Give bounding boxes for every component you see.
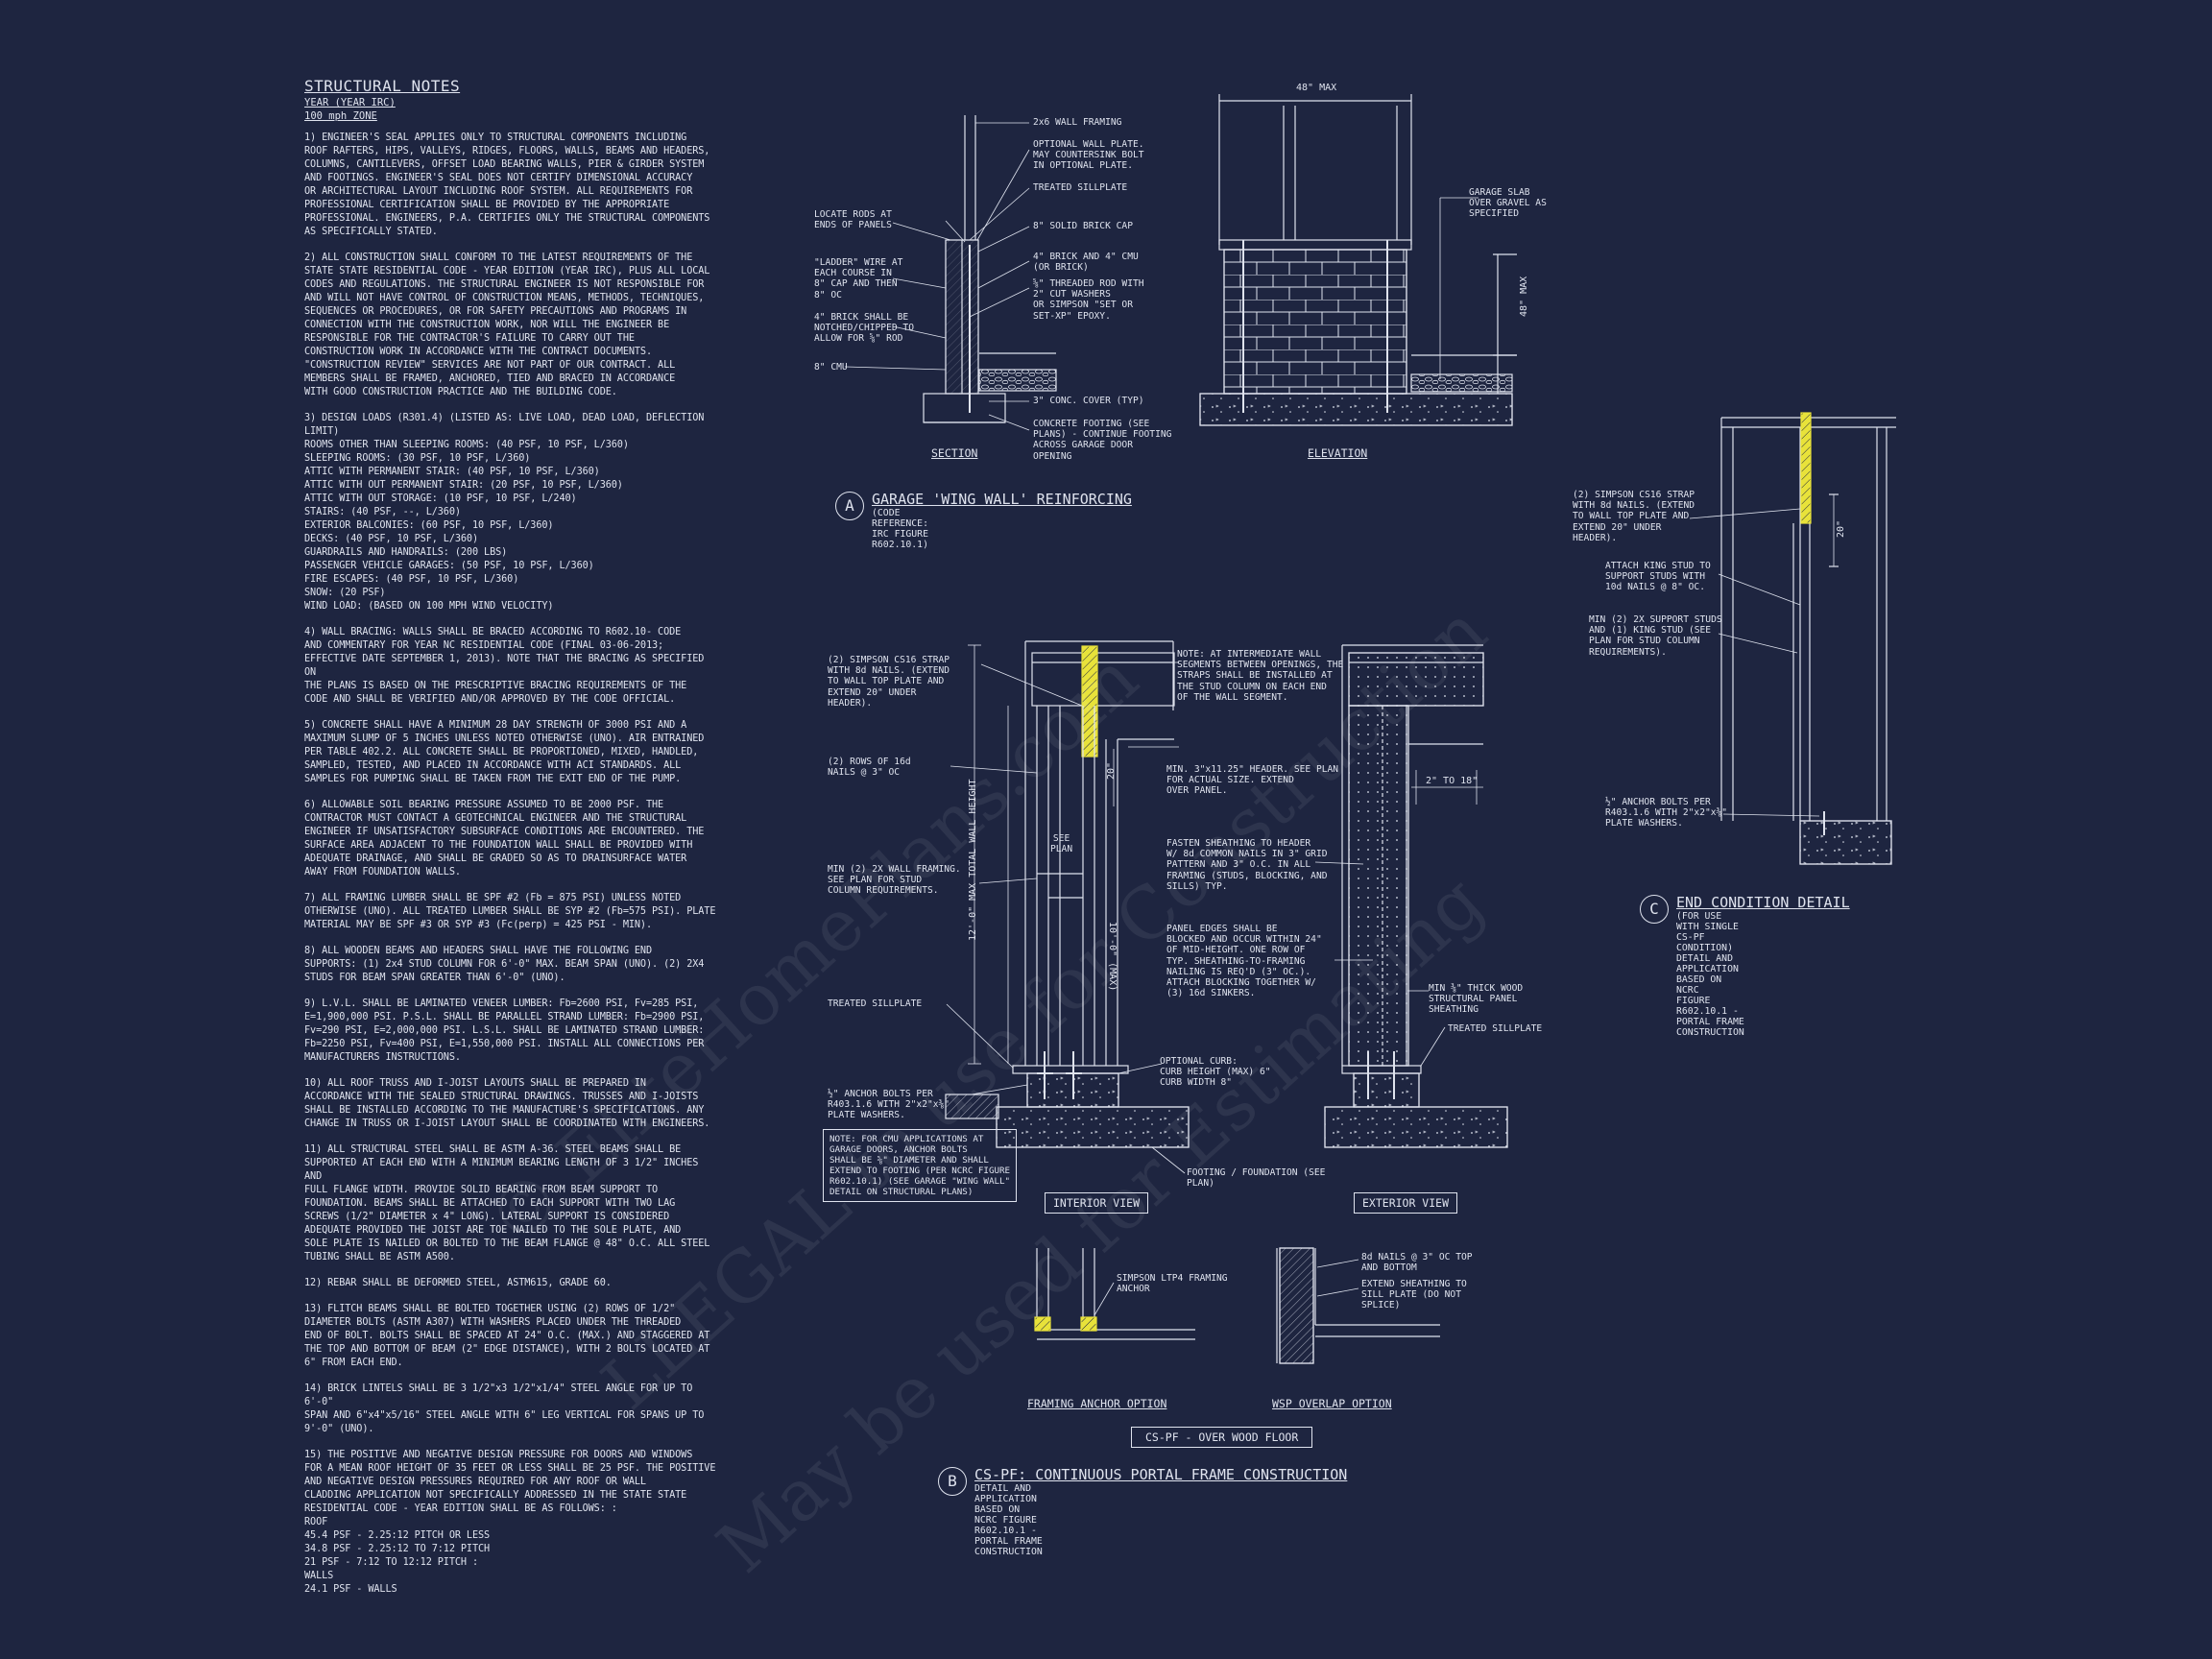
- see-plan-label: SEE PLAN: [1050, 833, 1073, 855]
- callout-panel-edges: PANEL EDGES SHALL BE BLOCKED AND OCCUR W…: [1166, 924, 1322, 999]
- end-condition-drawing: [1720, 412, 1896, 865]
- dim-height-48: 48" MAX: [1519, 276, 1529, 317]
- detail-b-exterior-leaders: [1314, 861, 1446, 1067]
- detail-a-leaders: [844, 122, 1479, 431]
- callout-ladder-wire: "LADDER" WIRE AT EACH COURSE IN 8" CAP A…: [814, 257, 903, 301]
- detail-c-leaders: [1689, 508, 1820, 817]
- exterior-view-label: EXTERIOR VIEW: [1354, 1192, 1458, 1214]
- callout-c-simpson-strap: (2) SIMPSON CS16 STRAP WITH 8d NAILS. (E…: [1573, 490, 1695, 543]
- pressure-roof-heading: ROOF: [304, 1517, 328, 1527]
- callout-solid-brick-cap: 8" SOLID BRICK CAP: [1033, 221, 1133, 231]
- wsp-overlap-label: WSP OVERLAP OPTION: [1272, 1397, 1392, 1410]
- note-item: 3) DESIGN LOADS (R301.4) (LISTED AS: LIV…: [304, 413, 705, 612]
- dim-width-48: 48" MAX: [1296, 83, 1337, 93]
- callout-garage-slab: GARAGE SLAB OVER GRAVEL AS SPECIFIED: [1469, 187, 1547, 220]
- callout-cmu: 8" CMU: [814, 362, 848, 373]
- callout-footing: CONCRETE FOOTING (SEE PLANS) - CONTINUE …: [1033, 419, 1172, 462]
- callout-wood-panel: MIN ⅜" THICK WOOD STRUCTURAL PANEL SHEAT…: [1429, 983, 1524, 1016]
- note-item: 7) ALL FRAMING LUMBER SHALL BE SPF #2 (F…: [304, 893, 716, 930]
- note-item: 11) ALL STRUCTURAL STEEL SHALL BE ASTM A…: [304, 1144, 710, 1262]
- note-item: 10) ALL ROOF TRUSS AND I-JOIST LAYOUTS S…: [304, 1078, 710, 1129]
- detail-a-subtitle: (CODE REFERENCE: IRC FIGURE R602.10.1): [872, 508, 928, 550]
- framing-anchor-label: FRAMING ANCHOR OPTION: [1027, 1397, 1167, 1410]
- detail-b-interior-leaders: [946, 661, 1186, 1174]
- callout-optional-plate: OPTIONAL WALL PLATE. MAY COUNTERSINK BOL…: [1033, 139, 1144, 172]
- notes-wind-zone: 100 mph ZONE: [304, 110, 377, 122]
- framing-anchor-drawing: [1034, 1248, 1195, 1340]
- note-item: 12) REBAR SHALL BE DEFORMED STEEL, ASTM6…: [304, 1278, 612, 1288]
- callout-brick-cmu: 4" BRICK AND 4" CMU (OR BRICK): [1033, 252, 1139, 274]
- dim-20-end-condition: 20": [1836, 519, 1846, 538]
- note-item: 6) ALLOWABLE SOIL BEARING PRESSURE ASSUM…: [304, 800, 705, 878]
- pressure-walls-heading: WALLS: [304, 1571, 334, 1581]
- callout-c-anchor-bolts: ½" ANCHOR BOLTS PER R403.1.6 WITH 2"x2"x…: [1605, 797, 1728, 830]
- dim-2-to-18: 2" TO 18": [1426, 776, 1479, 786]
- callout-fasten-sheathing: FASTEN SHEATHING TO HEADER W/ 8d COMMON …: [1166, 838, 1328, 892]
- section-label: SECTION: [931, 446, 978, 460]
- note-item: 15) THE POSITIVE AND NEGATIVE DESIGN PRE…: [304, 1450, 716, 1514]
- callout-ltp4-anchor: SIMPSON LTP4 FRAMING ANCHOR: [1117, 1273, 1228, 1295]
- elevation-label: ELEVATION: [1308, 446, 1368, 460]
- callout-footing-foundation: FOOTING / FOUNDATION (SEE PLAN): [1187, 1167, 1326, 1190]
- note-item: 13) FLITCH BEAMS SHALL BE BOLTED TOGETHE…: [304, 1304, 710, 1368]
- dim-header-height: 10'-0" (MAX): [1107, 922, 1118, 992]
- callout-optional-curb: OPTIONAL CURB: CURB HEIGHT (MAX) 6" CURB…: [1160, 1056, 1271, 1089]
- pressure-walls-values: 24.1 PSF - WALLS: [304, 1584, 397, 1595]
- elevation-drawing: [1199, 94, 1517, 426]
- callout-threaded-rod: ⅝" THREADED ROD WITH 2" CUT WASHERS OR S…: [1033, 278, 1144, 322]
- callout-extend-sheathing: EXTEND SHEATHING TO SILL PLATE (DO NOT S…: [1361, 1279, 1467, 1311]
- callout-rows-nails: (2) ROWS OF 16d NAILS @ 3" OC: [828, 757, 911, 779]
- interior-view-drawing: [945, 640, 1190, 1148]
- note-item: 4) WALL BRACING: WALLS SHALL BE BRACED A…: [304, 627, 705, 705]
- callout-intermediate: NOTE: AT INTERMEDIATE WALL SEGMENTS BETW…: [1177, 649, 1344, 703]
- callout-anchor-bolts: ½" ANCHOR BOLTS PER R403.1.6 WITH 2"x2"x…: [828, 1089, 950, 1121]
- csff-over-wood-floor-box: CS-PF - OVER WOOD FLOOR: [1131, 1427, 1313, 1448]
- callout-min-framing: MIN (2) 2X WALL FRAMING. SEE PLAN FOR ST…: [828, 864, 961, 897]
- notes-list: 1) ENGINEER'S SEAL APPLIES ONLY TO STRUC…: [304, 132, 717, 1597]
- callout-treated-sill: TREATED SILLPLATE: [1033, 182, 1128, 193]
- detail-a-bubble: A: [835, 492, 864, 520]
- callout-8d-nails: 8d NAILS @ 3" OC TOP AND BOTTOM: [1361, 1252, 1473, 1274]
- callout-header: MIN. 3"x11.25" HEADER. SEE PLAN FOR ACTU…: [1166, 764, 1339, 797]
- note-item: 9) L.V.L. SHALL BE LAMINATED VENEER LUMB…: [304, 998, 705, 1063]
- structural-notes: STRUCTURAL NOTES YEAR (YEAR IRC) 100 mph…: [304, 77, 717, 1597]
- callout-simpson-strap: (2) SIMPSON CS16 STRAP WITH 8d NAILS. (E…: [828, 655, 950, 709]
- cmu-note-box: NOTE: FOR CMU APPLICATIONS AT GARAGE DOO…: [823, 1129, 1018, 1202]
- callout-treated-sill-ext: TREATED SILLPLATE: [1448, 1023, 1543, 1034]
- callout-wall-framing: 2x6 WALL FRAMING: [1033, 117, 1122, 128]
- note-item: 5) CONCRETE SHALL HAVE A MINIMUM 28 DAY …: [304, 720, 705, 784]
- callout-notched-brick: 4" BRICK SHALL BE NOTCHED/CHIPPED TO ALL…: [814, 312, 914, 345]
- wsp-overlap-drawing: [1276, 1247, 1440, 1364]
- notes-year: YEAR (YEAR IRC): [304, 97, 396, 108]
- notes-title: STRUCTURAL NOTES: [304, 77, 461, 95]
- note-item: 1) ENGINEER'S SEAL APPLIES ONLY TO STRUC…: [304, 132, 710, 237]
- detail-a-title: GARAGE 'WING WALL' REINFORCING: [872, 491, 1132, 508]
- detail-c-title: END CONDITION DETAIL: [1676, 894, 1850, 911]
- detail-c-bubble: C: [1640, 895, 1669, 924]
- section-drawing: [923, 115, 1057, 423]
- dim-wall-height: 12'-0" MAX TOTAL WALL HEIGHT: [968, 779, 978, 941]
- detail-c-subtitle: (FOR USE WITH SINGLE CS-PF CONDITION) DE…: [1676, 911, 1744, 1038]
- note-item: 2) ALL CONSTRUCTION SHALL CONFORM TO THE…: [304, 252, 710, 397]
- detail-b-bubble: B: [938, 1467, 967, 1496]
- pressure-roof-values: 45.4 PSF - 2.25:12 PITCH OR LESS 34.8 PS…: [304, 1530, 491, 1568]
- callout-locate-rods: LOCATE RODS AT ENDS OF PANELS: [814, 209, 892, 231]
- detail-b-subtitle: DETAIL AND APPLICATION BASED ON NCRC FIG…: [974, 1483, 1043, 1557]
- exterior-view-drawing: [1324, 644, 1508, 1148]
- note-item: 8) ALL WOODEN BEAMS AND HEADERS SHALL HA…: [304, 946, 705, 983]
- detail-b-title: CS-PF: CONTINUOUS PORTAL FRAME CONSTRUCT…: [974, 1466, 1348, 1483]
- note-item: 14) BRICK LINTELS SHALL BE 3 1/2"x3 1/2"…: [304, 1383, 705, 1434]
- dim-20-interior: 20": [1106, 761, 1117, 780]
- callout-c-support-studs: MIN (2) 2X SUPPORT STUDS AND (1) KING ST…: [1589, 614, 1722, 658]
- callout-c-king-stud: ATTACH KING STUD TO SUPPORT STUDS WITH 1…: [1605, 561, 1711, 593]
- callout-conc-cover: 3" CONC. COVER (TYP): [1033, 396, 1144, 406]
- callout-treated-sill-int: TREATED SILLPLATE: [828, 998, 923, 1009]
- interior-view-label: INTERIOR VIEW: [1045, 1192, 1149, 1214]
